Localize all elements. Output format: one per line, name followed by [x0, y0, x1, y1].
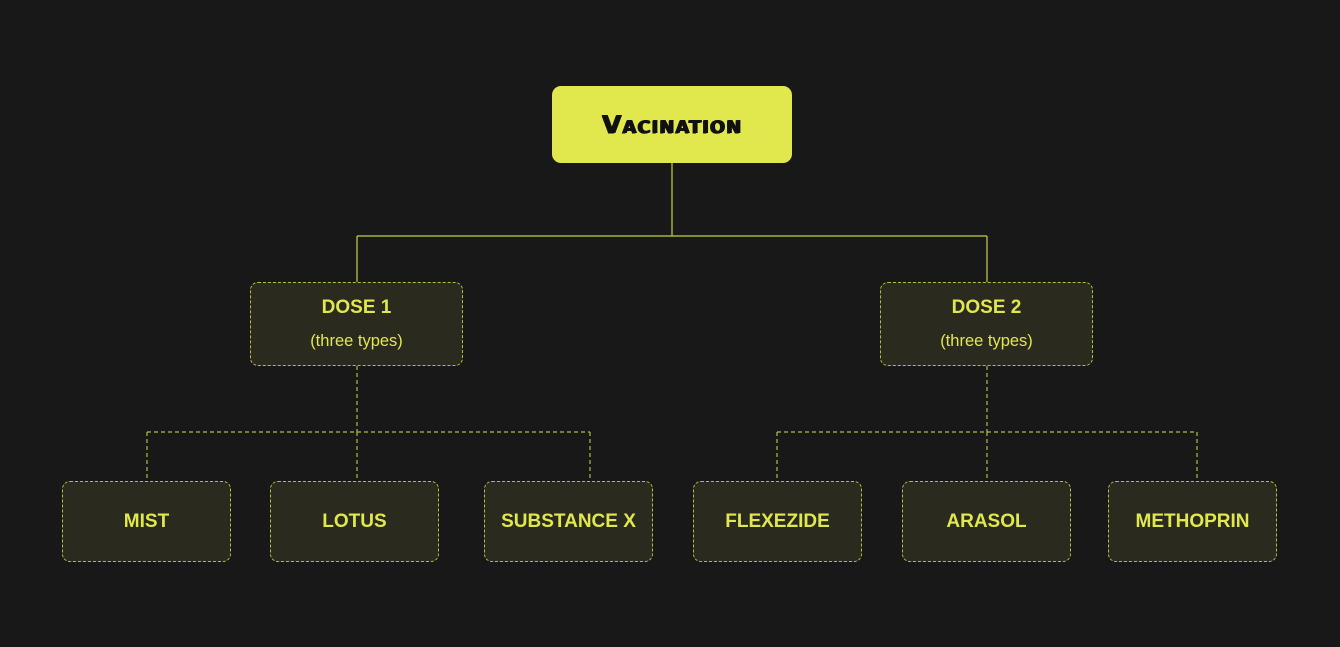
root-title: Vacination — [601, 110, 743, 139]
type-label: MIST — [123, 510, 170, 532]
type-node-lotus: LOTUS — [270, 481, 439, 562]
dose-2-node: DOSE 2 (three types) — [880, 282, 1093, 366]
root-node: Vacination — [552, 86, 792, 163]
dose-1-title: DOSE 1 — [321, 297, 392, 318]
dose-1-subtitle: (three types) — [310, 332, 403, 350]
type-node-methoprin: METHOPRIN — [1108, 481, 1277, 562]
type-node-arasol: ARASOL — [902, 481, 1071, 562]
dose-2-title: DOSE 2 — [951, 297, 1022, 318]
dose-1-node: DOSE 1 (three types) — [250, 282, 463, 366]
type-label: METHOPRIN — [1135, 510, 1250, 532]
type-label: ARASOL — [946, 510, 1027, 532]
type-node-flexezide: FLEXEZIDE — [693, 481, 862, 562]
type-node-substance-x: SUBSTANCE X — [484, 481, 653, 562]
type-label: FLEXEZIDE — [725, 510, 830, 532]
dose-2-subtitle: (three types) — [940, 332, 1033, 350]
type-label: SUBSTANCE X — [501, 510, 636, 532]
type-node-mist: MIST — [62, 481, 231, 562]
type-label: LOTUS — [322, 510, 387, 532]
